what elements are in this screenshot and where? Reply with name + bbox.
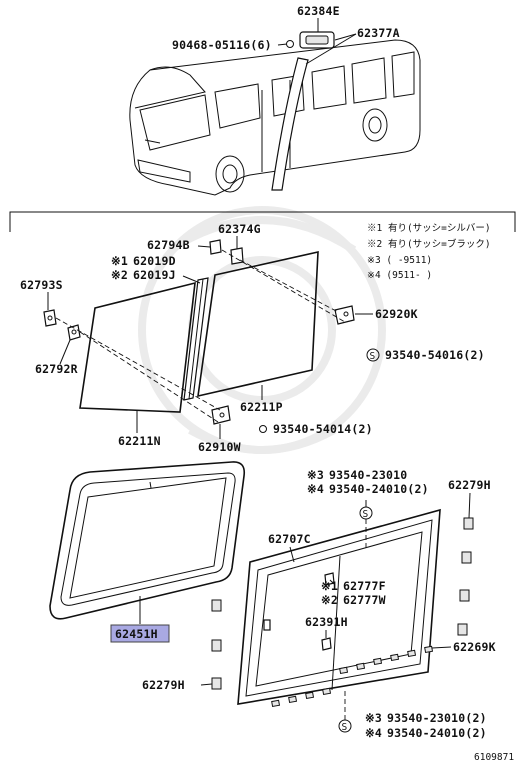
note-2: ※2 有り(サッシ=ブラック) xyxy=(367,238,491,250)
screw-93540-54014 xyxy=(259,425,267,433)
label-62374g: 62374G xyxy=(218,222,261,236)
weatherstrip-62451h xyxy=(49,461,246,620)
label-62777f: 62777F xyxy=(343,579,386,593)
label-62451h: 62451H xyxy=(115,627,158,641)
label-93540-23010-top: 93540-23010 xyxy=(329,468,407,482)
label-62377a: 62377A xyxy=(357,26,400,40)
legend-notes: ※1 有り(サッシ=シルバー) ※2 有り(サッシ=ブラック) ※3 ( -95… xyxy=(367,222,491,281)
glass-62211p xyxy=(197,250,319,398)
label-62211n: 62211N xyxy=(118,434,161,448)
screw-93540-54016 xyxy=(366,348,380,362)
label-62384e: 62384E xyxy=(297,4,340,18)
tabs-62269k xyxy=(271,645,434,708)
screw-90468 xyxy=(286,40,294,48)
van-illustration xyxy=(129,39,421,196)
pillar-garnish-62377a xyxy=(271,57,309,191)
label-62792r: 62792R xyxy=(35,362,78,376)
label-62269k: 62269K xyxy=(453,640,496,654)
label-62279h-right: 62279H xyxy=(448,478,491,492)
mark-3-b: ※3 xyxy=(365,711,382,725)
note-4: ※4 (9511- ) xyxy=(367,270,432,281)
group-bracket xyxy=(9,211,516,232)
label-62019j: 62019J xyxy=(133,268,176,282)
label-62391h: 62391H xyxy=(305,615,348,629)
mark-1-b: ※1 xyxy=(321,579,338,593)
label-62707c: 62707C xyxy=(268,532,311,546)
mark-4-b: ※4 xyxy=(365,726,382,740)
sash-frame-62707c xyxy=(237,508,441,705)
hinge-62794b xyxy=(209,239,222,255)
catch-62910w xyxy=(211,405,231,425)
svg-text:S: S xyxy=(363,509,369,520)
mark-3-a: ※3 xyxy=(307,468,324,482)
clip-62792r xyxy=(67,324,81,341)
label-93540-54014: 93540-54014(2) xyxy=(273,422,373,436)
label-62920k: 62920K xyxy=(375,307,418,321)
svg-text:S: S xyxy=(370,351,376,362)
note-1: ※1 有り(サッシ=シルバー) xyxy=(367,222,491,234)
label-62019d: 62019D xyxy=(133,254,176,268)
glass-62211n xyxy=(79,281,196,413)
label-93540-24010-top: 93540-24010(2) xyxy=(329,482,429,496)
label-62910w: 62910W xyxy=(198,440,241,454)
diagram-number: 6109871 xyxy=(474,752,514,763)
label-93540-24010-bottom: 93540-24010(2) xyxy=(387,726,487,740)
label-62794b: 62794B xyxy=(147,238,190,252)
retainers-62279h xyxy=(211,517,474,690)
highlight-62451h xyxy=(110,624,170,643)
mark-2-b: ※2 xyxy=(321,593,338,607)
stopper-62391h xyxy=(321,637,332,651)
label-62793s: 62793S xyxy=(20,278,63,292)
mark-2-a: ※2 xyxy=(111,268,128,282)
label-93540-23010-bottom: 93540-23010(2) xyxy=(387,711,487,725)
label-62279h-left: 62279H xyxy=(142,678,185,692)
mark-4-a: ※4 xyxy=(307,482,324,496)
clip-62793s xyxy=(43,309,57,327)
note-3: ※3 ( -9511) xyxy=(367,255,432,266)
mark-1-a: ※1 xyxy=(111,254,128,268)
label-62211p: 62211P xyxy=(240,400,283,414)
label-62777w: 62777W xyxy=(343,593,386,607)
label-90468: 90468-05116(6) xyxy=(172,38,272,52)
svg-text:S: S xyxy=(342,722,348,733)
label-93540-54016: 93540-54016(2) xyxy=(385,348,485,362)
